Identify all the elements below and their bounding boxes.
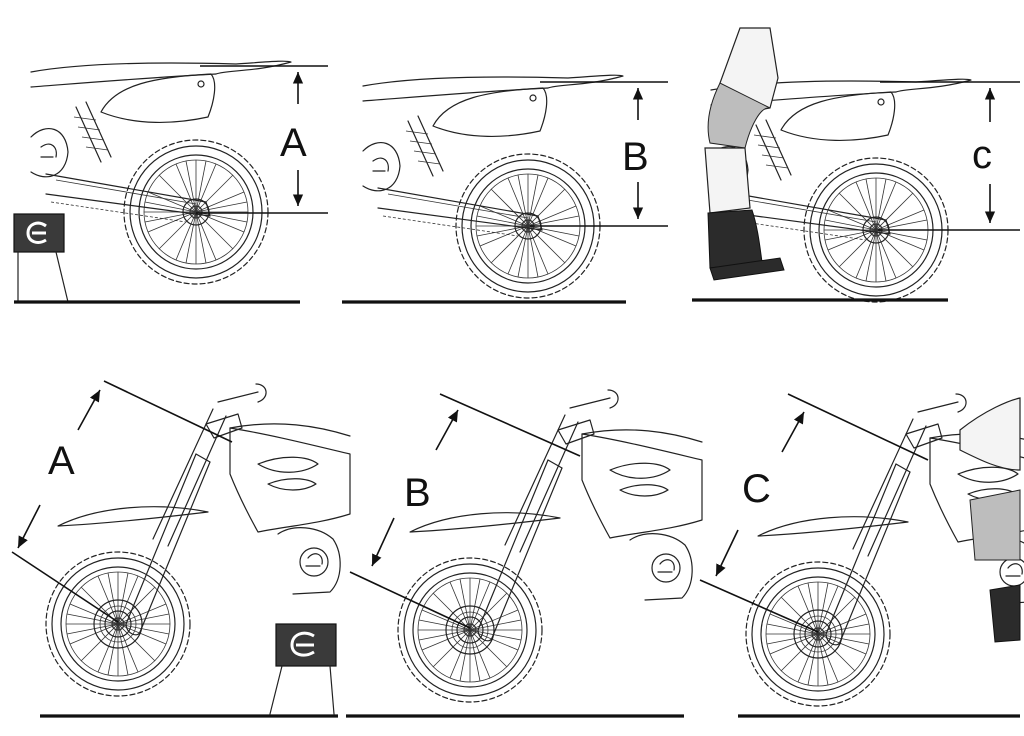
measure-reference-line-top: [439, 393, 581, 457]
rider-arm-and-legs: [959, 397, 1021, 643]
rear-bike-drawing: [31, 61, 291, 284]
panel-rear-b: B: [342, 75, 668, 304]
measure-arrow-up: [77, 389, 101, 431]
measure-reference-line-axle: [11, 551, 119, 623]
measurement-letter: c: [972, 133, 992, 177]
measurement-letter: A: [280, 121, 307, 165]
measure-arrow-down: [17, 504, 41, 549]
panel-front-a: A: [11, 380, 350, 718]
measure-reference-line-axle: [699, 579, 819, 633]
measurement-letter: B: [404, 471, 431, 515]
bike-stand: [269, 623, 337, 715]
panel-rear-a: A: [13, 61, 328, 304]
measure-arrow-up: [781, 411, 805, 453]
panel-front-b: B: [346, 390, 702, 718]
measure-arrow-up: [435, 409, 459, 451]
measure-arrow-down: [371, 517, 395, 567]
measurement-letter: C: [742, 467, 771, 511]
measure-reference-line-top: [103, 380, 233, 443]
measure-arrow-down: [715, 529, 739, 577]
panel-rear-c: c: [692, 27, 1020, 302]
rider-legs: [704, 27, 785, 281]
measure-reference-line-axle: [349, 571, 471, 629]
measurement-letter: B: [622, 135, 649, 179]
bike-stand: [13, 213, 69, 303]
panel-front-c: C: [699, 393, 1024, 718]
measure-reference-line-top: [787, 393, 929, 461]
rear-bike-drawing: [363, 75, 623, 298]
measurement-letter: A: [48, 439, 75, 483]
